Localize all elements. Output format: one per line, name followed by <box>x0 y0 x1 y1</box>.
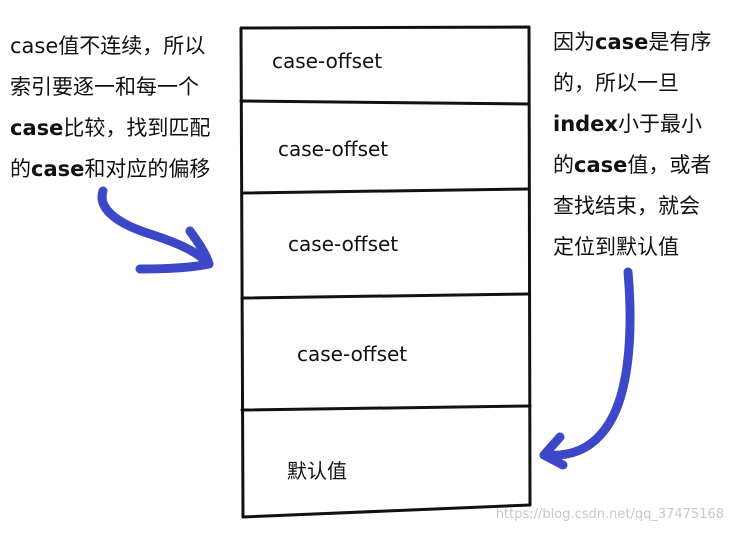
annotation-text: 小于最小 <box>617 112 702 136</box>
keyword-text: index <box>553 112 618 136</box>
table-cell-label: case-offset <box>288 232 399 256</box>
annotation-line: 的，所以一旦 <box>553 63 733 104</box>
annotation-text: 和对应的偏移 <box>84 157 211 181</box>
annotation-line: case值不连续，所以 <box>10 26 230 67</box>
annotation-line: 因为case是有序 <box>553 22 733 63</box>
keyword-text: case <box>10 116 64 140</box>
annotation-line: 的case和对应的偏移 <box>10 149 230 190</box>
table-cell-label: case-offset <box>278 137 389 161</box>
left-arrow-icon <box>97 186 214 274</box>
annotation-text: 因为 <box>553 30 595 54</box>
annotation-line: 索引要逐一和每一个 <box>10 67 230 108</box>
annotation-line: index小于最小 <box>553 104 733 145</box>
annotation-text: 查找结束，就会 <box>553 194 700 218</box>
table-cell-label: case-offset <box>272 49 383 73</box>
annotation-text: case值不连续，所以 <box>10 34 206 58</box>
row-divider <box>240 187 531 195</box>
annotation-text: 是有序 <box>648 30 712 54</box>
annotation-line: 的case值，或者 <box>553 145 733 186</box>
table-cell-label: case-offset <box>297 342 408 366</box>
keyword-text: case <box>574 153 628 177</box>
annotation-line: case比较，找到匹配 <box>10 108 230 149</box>
annotation-line: 定位到默认值 <box>553 227 733 268</box>
annotation-text: 的，所以一旦 <box>553 71 679 95</box>
table-cell-label: 默认值 <box>287 459 347 483</box>
annotation-text: 比较，找到匹配 <box>63 116 211 140</box>
row-divider <box>240 404 532 412</box>
table-outline <box>239 25 532 519</box>
row-divider <box>240 292 531 300</box>
annotation-text: 的 <box>553 153 574 177</box>
keyword-text: case <box>595 30 649 54</box>
right-arrow-icon <box>539 267 635 470</box>
annotation-text: 定位到默认值 <box>553 235 679 259</box>
keyword-text: case <box>31 157 85 181</box>
watermark: https://blog.csdn.net/qq_37475168 <box>495 507 724 522</box>
row-divider <box>239 99 531 106</box>
annotation-text: 值，或者 <box>627 153 712 177</box>
annotation-text: 的 <box>10 157 31 181</box>
annotation-text: 索引要逐一和每一个 <box>10 75 199 99</box>
annotation-line: 查找结束，就会 <box>553 186 733 227</box>
